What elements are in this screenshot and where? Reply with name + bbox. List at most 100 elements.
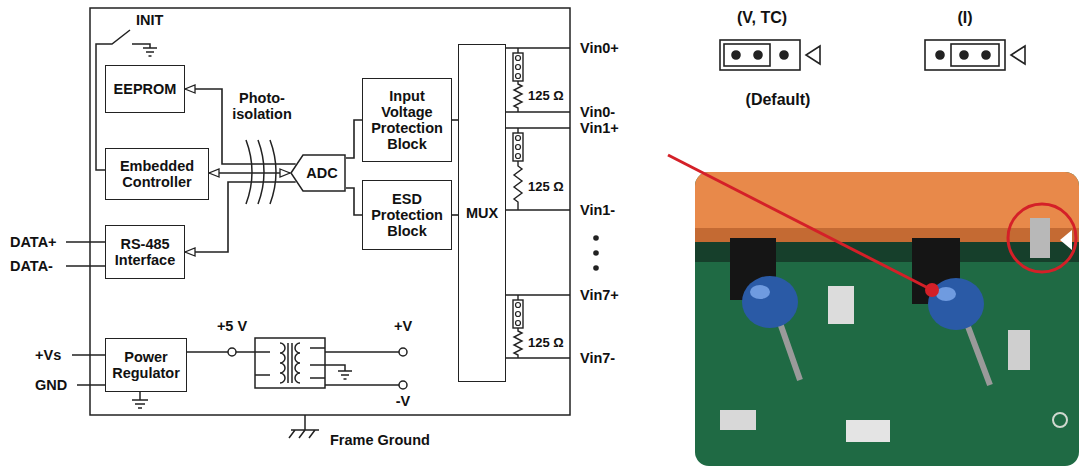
pin1-marker bbox=[1011, 46, 1025, 64]
terminal bbox=[399, 348, 407, 356]
node-label: MUX bbox=[466, 205, 498, 221]
interface-box: RS-485 Interface bbox=[105, 225, 185, 279]
node-text: Power Regulator bbox=[110, 349, 182, 381]
jumper-pin bbox=[754, 51, 762, 59]
jumper-outline bbox=[720, 40, 800, 70]
ellipsis-dots bbox=[593, 235, 599, 271]
dot bbox=[593, 265, 599, 271]
jumper-cap bbox=[951, 44, 999, 66]
resistor-symbol bbox=[514, 328, 522, 358]
jumper-pin bbox=[516, 65, 521, 70]
frame-ground-symbol bbox=[289, 430, 319, 438]
jumper-pin bbox=[516, 154, 521, 159]
power-wire bbox=[72, 355, 105, 385]
module-outline bbox=[90, 8, 570, 415]
label-text: Vin7- bbox=[580, 350, 615, 366]
jumper-pin bbox=[516, 56, 521, 61]
regulator-box: Power Regulator bbox=[105, 338, 187, 392]
pin1-marker bbox=[806, 46, 820, 64]
jumper-pin bbox=[516, 312, 521, 317]
label-text: +Vs bbox=[35, 347, 61, 363]
ground-wire bbox=[310, 365, 345, 371]
node-text: ADC bbox=[306, 165, 337, 181]
jumper-pin bbox=[960, 51, 968, 59]
node-label: Input Voltage Protection Block bbox=[367, 88, 447, 152]
jumper-pin bbox=[516, 136, 521, 141]
photo-capacitor bbox=[742, 276, 798, 328]
label-text: INIT bbox=[136, 12, 163, 28]
board-photo bbox=[695, 172, 1079, 466]
node-label: RS-485 Interface bbox=[110, 236, 180, 268]
transformer-coil bbox=[295, 343, 300, 383]
jumper-pin bbox=[516, 321, 521, 326]
ground-wire bbox=[139, 392, 141, 400]
isolation-wave bbox=[270, 140, 276, 204]
protection-box: ESD Protection Block bbox=[362, 180, 452, 250]
jumper-cap bbox=[724, 44, 770, 66]
label-text: Vin1+ bbox=[580, 120, 619, 136]
jumper-outline bbox=[925, 40, 1005, 70]
label-text: (I) bbox=[957, 9, 972, 27]
jumper-pin bbox=[936, 51, 944, 59]
power-wire bbox=[181, 351, 255, 353]
callout-circle bbox=[1008, 204, 1076, 272]
photo-component bbox=[720, 410, 756, 430]
node-label: Power Regulator bbox=[110, 349, 182, 381]
jumper-pin bbox=[732, 51, 740, 59]
jumper-symbol bbox=[513, 300, 523, 328]
node-label: EEPROM bbox=[114, 81, 177, 97]
memory-box: EEPROM bbox=[105, 65, 185, 113]
node-text: Input Voltage Protection Block bbox=[367, 88, 447, 152]
photo-component bbox=[1008, 330, 1030, 370]
label-text: +5 V bbox=[217, 318, 247, 334]
photo-component bbox=[828, 286, 854, 324]
label-text: GND bbox=[35, 377, 67, 393]
label-text: +V bbox=[394, 318, 412, 334]
label-text: DATA+ bbox=[10, 234, 57, 250]
ground-symbol bbox=[338, 371, 352, 379]
connector bbox=[346, 120, 362, 158]
connector bbox=[209, 172, 290, 174]
photo-via bbox=[1053, 413, 1067, 427]
callout-line bbox=[668, 155, 932, 290]
callout bbox=[668, 155, 1076, 297]
photo-isolation-symbol bbox=[246, 140, 276, 204]
photo-marker bbox=[1060, 230, 1072, 250]
jumper-wire bbox=[517, 48, 518, 300]
jumper-pins bbox=[516, 56, 521, 326]
mux-box: MUX bbox=[458, 44, 506, 382]
label-text: DATA- bbox=[10, 258, 53, 274]
resistor-symbol bbox=[514, 161, 522, 210]
dot bbox=[593, 250, 599, 256]
node-text: EEPROM bbox=[114, 81, 177, 97]
photo-board bbox=[695, 172, 1079, 466]
label-text: (V, TC) bbox=[737, 9, 787, 27]
node-label: ADC bbox=[306, 165, 337, 181]
label-text: 125 Ω bbox=[528, 335, 564, 350]
terminal bbox=[399, 381, 407, 389]
connector bbox=[346, 188, 362, 215]
node-label: ESD Protection Block bbox=[367, 191, 447, 239]
node-label: Embedded Controller bbox=[110, 158, 204, 190]
ground-symbol bbox=[143, 48, 157, 56]
jumper-pin bbox=[982, 51, 990, 59]
dot bbox=[593, 235, 599, 241]
photo-jumper-pins bbox=[1030, 218, 1050, 258]
adc-symbol: ADC bbox=[290, 154, 346, 192]
protection-box: Input Voltage Protection Block bbox=[362, 78, 452, 162]
transformer-lead bbox=[255, 348, 325, 378]
photo-connector bbox=[695, 172, 1079, 234]
label-text: 125 Ω bbox=[528, 88, 564, 103]
transformer-core bbox=[288, 343, 292, 383]
label-text: Vin1- bbox=[580, 202, 615, 218]
label-text: Vin0+ bbox=[580, 40, 619, 56]
photo-header bbox=[730, 238, 776, 300]
isolation-wave bbox=[246, 140, 252, 204]
channel-wire bbox=[506, 48, 570, 358]
photo-header bbox=[912, 238, 960, 304]
jumper-symbol bbox=[513, 133, 523, 161]
transformer-box bbox=[255, 338, 325, 388]
isolation-wave bbox=[258, 140, 264, 204]
jumper-pin bbox=[516, 145, 521, 150]
